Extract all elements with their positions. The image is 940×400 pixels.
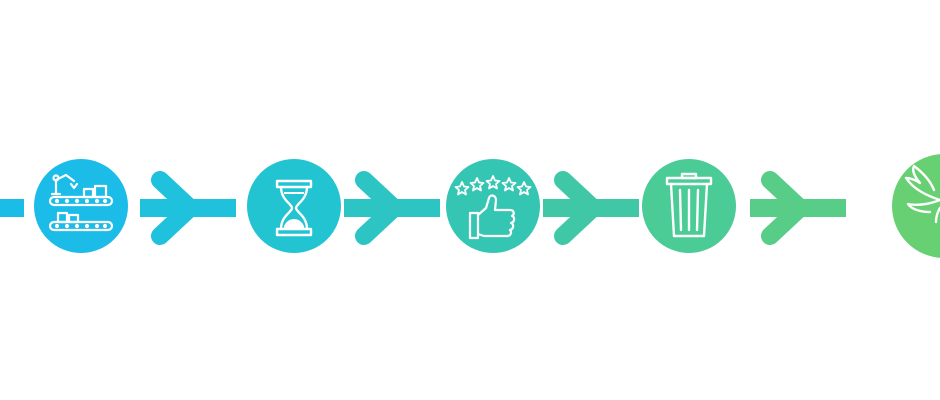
arrow-right-icon	[140, 171, 236, 245]
step-3-circle	[446, 159, 540, 253]
step-4-disposal	[642, 159, 736, 253]
arrow-right-icon	[543, 171, 639, 245]
step-2-waiting	[247, 159, 341, 253]
trash-can-icon	[665, 172, 713, 238]
step-3-rating	[446, 159, 540, 253]
arrow-right-icon	[750, 171, 846, 245]
step-5-final	[892, 154, 940, 258]
thumbs-up-five-stars-icon	[454, 175, 532, 240]
leading-connector	[0, 199, 24, 217]
step-2-circle	[247, 159, 341, 253]
hourglass-icon	[275, 179, 313, 237]
conveyor-belt-robot-arm-icon	[48, 173, 114, 232]
step-1-production	[34, 159, 128, 253]
arrow-right-icon	[344, 171, 440, 245]
